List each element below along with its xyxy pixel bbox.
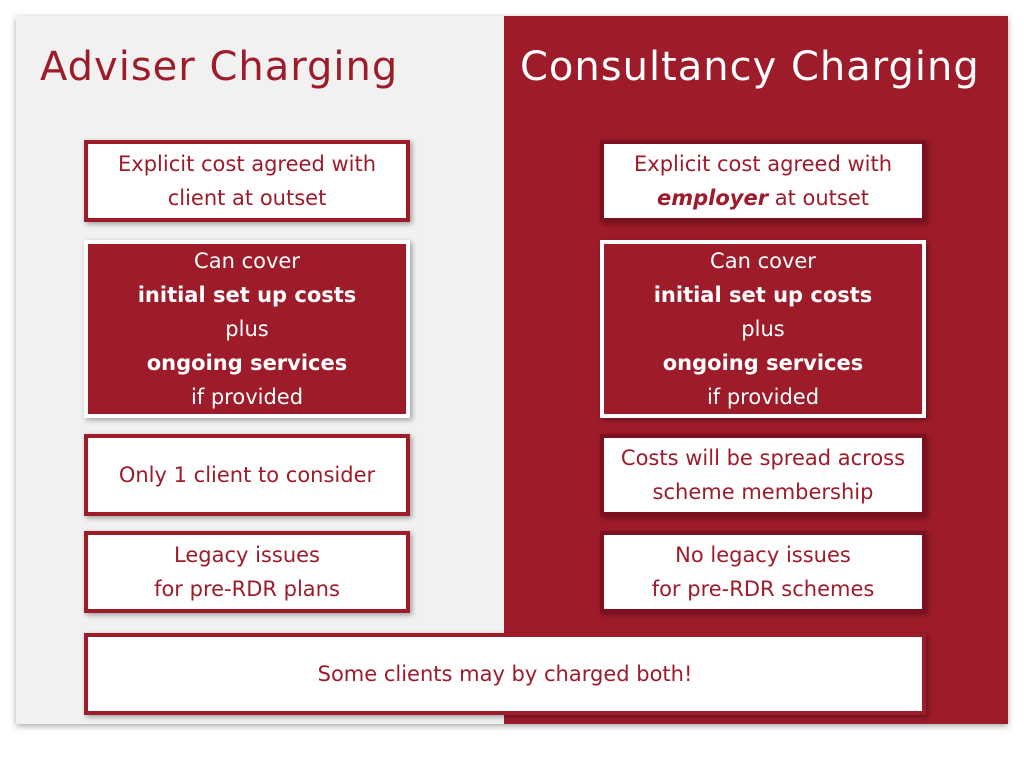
box-line: if provided [190,385,304,409]
box-line: initial set up costs [137,283,357,307]
box-line: Can cover [194,249,300,273]
box-line: Can cover [710,249,816,273]
box-line: Explicit cost agreed with [634,152,892,176]
consultancy-coverage-box: Can cover initial set up costs plus ongo… [600,240,926,418]
box-line: scheme membership [652,480,874,504]
box-line: Legacy issues [174,543,320,567]
adviser-coverage-box: Can cover initial set up costs plus ongo… [84,240,410,418]
box-line: plus [741,317,785,341]
box-line: Some clients may by charged both! [317,662,693,686]
box-line: plus [225,317,269,341]
box-line: client at outset [167,186,327,210]
box-line: employer at outset [657,181,869,215]
adviser-explicit-cost-box: Explicit cost agreed with client at outs… [84,140,410,222]
box-line: Only 1 client to consider [118,463,376,487]
box-line: ongoing services [146,351,348,375]
box-line: Explicit cost agreed with [118,152,376,176]
employer-emphasis: employer [656,186,769,210]
box-line: initial set up costs [653,283,873,307]
adviser-legacy-box: Legacy issues for pre-RDR plans [84,531,410,613]
consultancy-spread-costs-box: Costs will be spread across scheme membe… [600,434,926,516]
box-line: for pre-RDR schemes [651,577,875,601]
consultancy-explicit-cost-box: Explicit cost agreed with employer at ou… [600,140,926,222]
box-line: ongoing services [662,351,864,375]
charged-both-box: Some clients may by charged both! [84,633,926,715]
consultancy-legacy-box: No legacy issues for pre-RDR schemes [600,531,926,613]
box-line: Costs will be spread across [620,446,906,470]
box-line: for pre-RDR plans [154,577,340,601]
box-line-rest: at outset [768,186,870,210]
consultancy-charging-title: Consultancy Charging [520,44,980,90]
adviser-single-client-box: Only 1 client to consider [84,434,410,516]
box-line: if provided [706,385,820,409]
box-line: No legacy issues [675,543,851,567]
slide: Adviser Charging Consultancy Charging Ex… [16,16,1008,724]
adviser-charging-title: Adviser Charging [40,44,399,90]
